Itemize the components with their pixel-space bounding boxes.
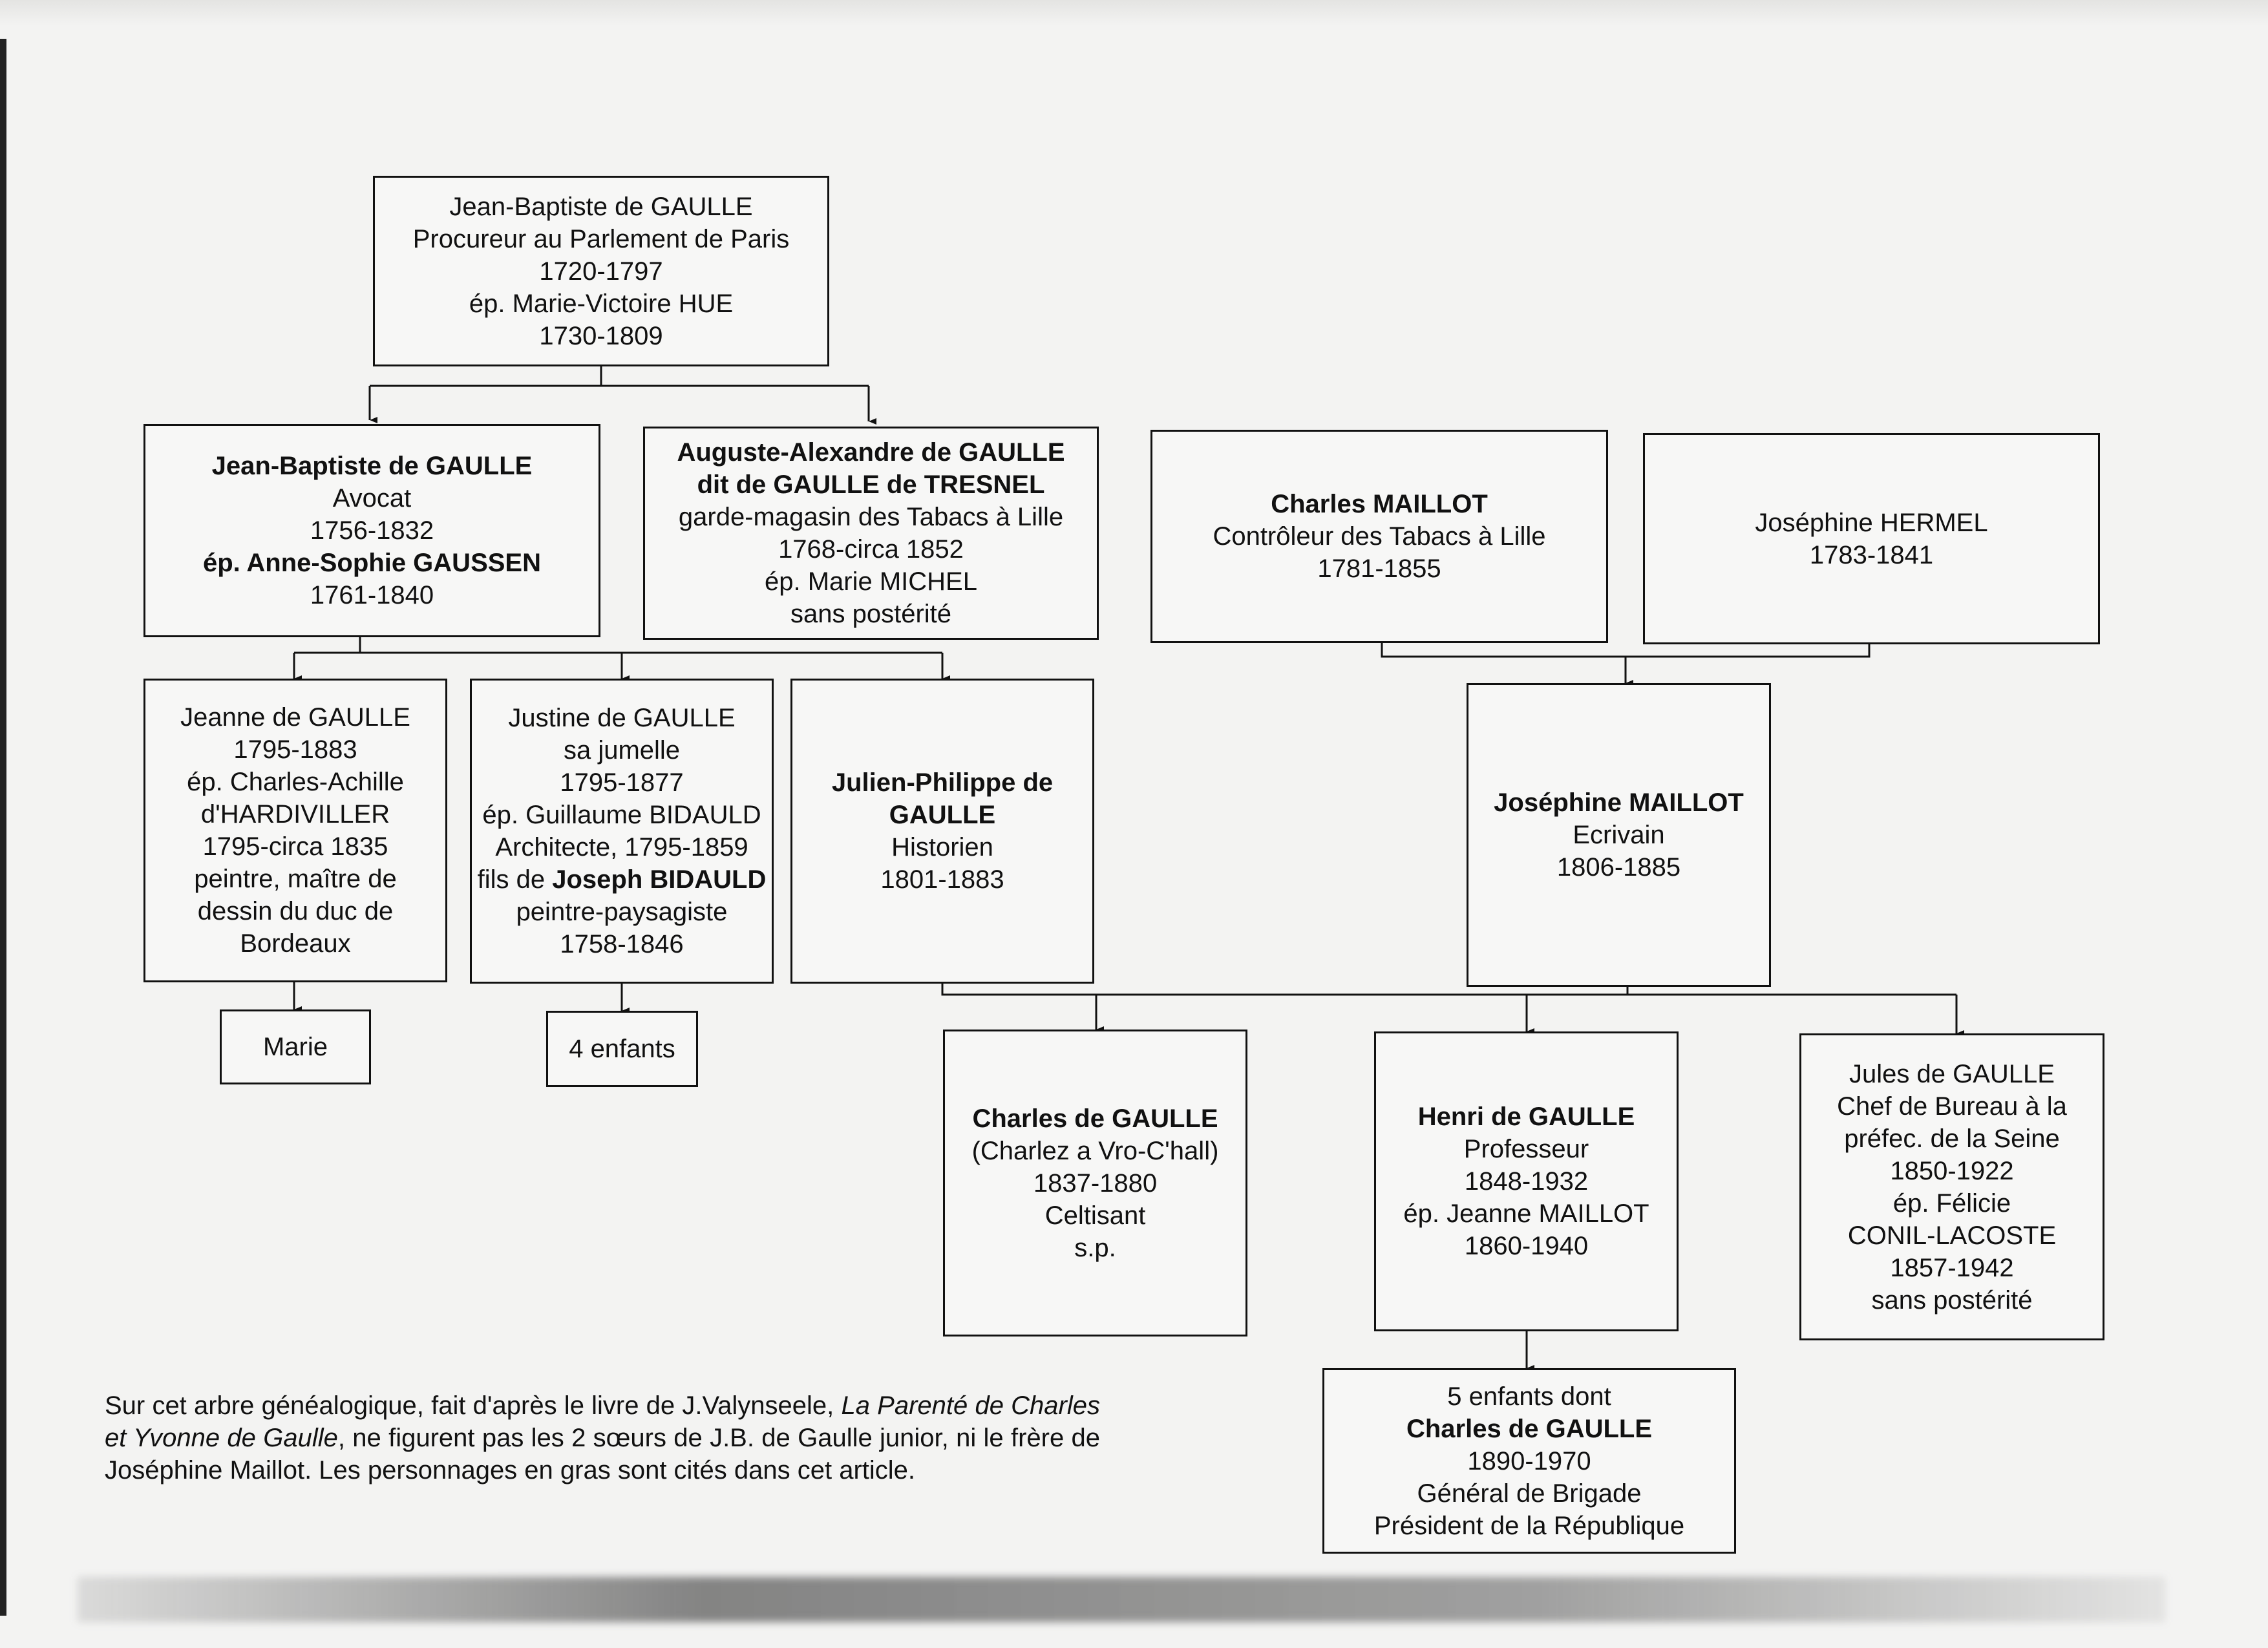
person-line: 1806-1885	[1556, 853, 1681, 882]
person-line: 1758-1846	[560, 930, 684, 958]
person-line: ép. Marie-Victoire HUE	[469, 289, 734, 318]
person-line: CONIL-LACOSTE	[1847, 1221, 2057, 1250]
person-line: 1756-1832	[310, 516, 434, 545]
person-line: Joséphine HERMEL	[1755, 508, 1988, 537]
person-box-marie: Marie	[220, 1009, 371, 1084]
person-box-auguste-alexandre: Auguste-Alexandre de GAULLE dit de GAULLE…	[643, 427, 1099, 640]
person-line: Charles de GAULLE	[1406, 1414, 1653, 1443]
person-line: (Charlez a Vro-C'hall)	[971, 1136, 1219, 1165]
person-line: Avocat	[332, 484, 412, 512]
person-line: Charles de GAULLE	[972, 1104, 1218, 1133]
person-line: Joséphine MAILLOT	[1494, 788, 1744, 817]
connector-jb-senior	[370, 366, 869, 387]
person-line: ép. Charles-Achille	[187, 768, 404, 796]
person-line: s.p.	[1074, 1233, 1116, 1262]
person-line: 1720-1797	[539, 257, 663, 286]
scan-shadow-bottom	[78, 1577, 2165, 1622]
person-line: 1768-circa 1852	[778, 535, 964, 564]
person-line: Professeur	[1463, 1135, 1589, 1163]
person-line: ép. Guillaume BIDAULD	[482, 801, 761, 829]
connector-julien-josephine	[941, 984, 1956, 996]
connector-jb-junior	[294, 637, 942, 654]
person-line: peintre, maître de	[194, 865, 397, 893]
person-line: Jules de GAULLE	[1849, 1059, 2055, 1088]
person-box-charles-celtisant: Charles de GAULLE (Charlez a Vro-C'hall) 1…	[943, 1030, 1247, 1336]
person-line: 1730-1809	[539, 321, 663, 350]
person-line: 1795-1877	[560, 768, 684, 797]
caption-part-2: , ne figurent pas les 2 sœurs de J.B. de…	[105, 1424, 1101, 1484]
person-line-text: fils de	[477, 865, 553, 894]
person-line: 1781-1855	[1317, 555, 1441, 583]
person-line: Jean-Baptiste de GAULLE	[449, 192, 753, 221]
person-line: Marie	[262, 1033, 328, 1061]
scan-edge-left	[0, 39, 6, 1616]
person-line: ép. Félicie	[1892, 1188, 2011, 1218]
person-box-jean-baptiste-senior: Jean-Baptiste de GAULLE Procureur au Parl…	[373, 176, 829, 366]
person-line: sa jumelle	[563, 736, 681, 765]
person-line: dit de GAULLE de TRESNEL	[697, 470, 1045, 499]
person-box-jules: Jules de GAULLE Chef de Bureau à la préfec…	[1799, 1033, 2104, 1340]
person-line: Ecrivain	[1573, 821, 1665, 849]
person-line: peintre-paysagiste	[516, 898, 728, 926]
person-line: 4 enfants	[569, 1035, 675, 1063]
person-box-four-children: 4 enfants	[546, 1011, 698, 1087]
person-line: dessin du duc de	[197, 897, 394, 925]
person-line: ép. Marie MICHEL	[765, 567, 977, 596]
person-box-jean-baptiste-junior: Jean-Baptiste de GAULLE Avocat 1756-1832 ép…	[143, 424, 600, 637]
person-box-charles-maillot: Charles MAILLOT Contrôleur des Tabacs à L…	[1150, 430, 1608, 643]
person-box-justine: Justine de GAULLE sa jumelle 1795-1877 ép. …	[470, 679, 774, 984]
person-line: garde-magasin des Tabacs à Lille	[678, 503, 1064, 531]
person-line: 5 enfants dont	[1447, 1382, 1611, 1411]
person-line: 1761-1840	[310, 581, 434, 609]
person-line: 1795-circa 1835	[202, 832, 388, 861]
person-line: Procureur au Parlement de Paris	[412, 224, 790, 253]
person-box-josephine-maillot: Joséphine MAILLOT Ecrivain 1806-1885	[1467, 683, 1771, 987]
person-line: Henri de GAULLE	[1417, 1103, 1635, 1131]
person-line: 1848-1932	[1464, 1167, 1589, 1196]
person-line: 1801-1883	[880, 865, 1004, 894]
person-line: Bordeaux	[240, 929, 351, 958]
person-line: fils de Joseph BIDAULD	[478, 863, 767, 896]
person-line: Architecte, 1795-1859	[495, 833, 748, 861]
person-line: ép. Jeanne MAILLOT	[1403, 1199, 1649, 1228]
person-line: GAULLE	[889, 801, 996, 829]
person-line: Président de la République	[1373, 1511, 1685, 1540]
person-box-jeanne: Jeanne de GAULLE 1795-1883 ép. Charles-Ach…	[143, 679, 447, 982]
scan-shadow-top	[0, 0, 2268, 26]
person-line: Celtisant	[1044, 1201, 1146, 1230]
person-line: sans postérité	[790, 600, 952, 628]
person-box-julien-philippe: Julien-Philippe de GAULLE Historien 1801-18…	[790, 679, 1094, 984]
person-line: préfec. de la Seine	[1844, 1124, 2060, 1153]
person-line: 1837-1880	[1033, 1168, 1158, 1198]
person-line: ép. Anne-Sophie GAUSSEN	[202, 549, 541, 577]
person-line: sans postérité	[1871, 1285, 2033, 1315]
person-line: 1850-1922	[1890, 1156, 2014, 1185]
person-box-josephine-hermel: Joséphine HERMEL 1783-1841	[1643, 433, 2100, 644]
connector-maillot-couple	[1381, 643, 1871, 658]
person-line: Justine de GAULLE	[508, 704, 736, 732]
person-line: Chef de Bureau à la	[1837, 1092, 2067, 1121]
person-line: 1857-1942	[1890, 1253, 2014, 1282]
person-line-bold-part: Joseph BIDAULD	[552, 865, 767, 894]
person-line: Historien	[891, 833, 993, 861]
person-line: Jeanne de GAULLE	[180, 703, 410, 732]
person-line: Auguste-Alexandre de GAULLE	[677, 438, 1065, 467]
tree-caption: Sur cet arbre généalogique, fait d'après…	[105, 1389, 1100, 1486]
person-line: 1795-1883	[233, 735, 357, 764]
person-line: 1890-1970	[1467, 1446, 1591, 1475]
person-line: Jean-Baptiste de GAULLE	[211, 452, 533, 480]
person-line: Julien-Philippe de	[831, 768, 1054, 797]
person-line: Général de Brigade	[1417, 1479, 1642, 1508]
person-line: d'HARDIVILLER	[200, 800, 390, 829]
person-line: 1783-1841	[1809, 540, 1934, 569]
person-line: Charles MAILLOT	[1271, 490, 1488, 518]
caption-book-title: La Parenté de Charles et Yvonne de Gaull…	[105, 1391, 1100, 1452]
person-line: Contrôleur des Tabacs à Lille	[1213, 522, 1546, 551]
person-box-henri: Henri de GAULLE Professeur 1848-1932 ép. Je…	[1374, 1031, 1679, 1331]
person-line: 1860-1940	[1464, 1232, 1589, 1260]
caption-part-1: Sur cet arbre généalogique, fait d'après…	[105, 1391, 842, 1420]
